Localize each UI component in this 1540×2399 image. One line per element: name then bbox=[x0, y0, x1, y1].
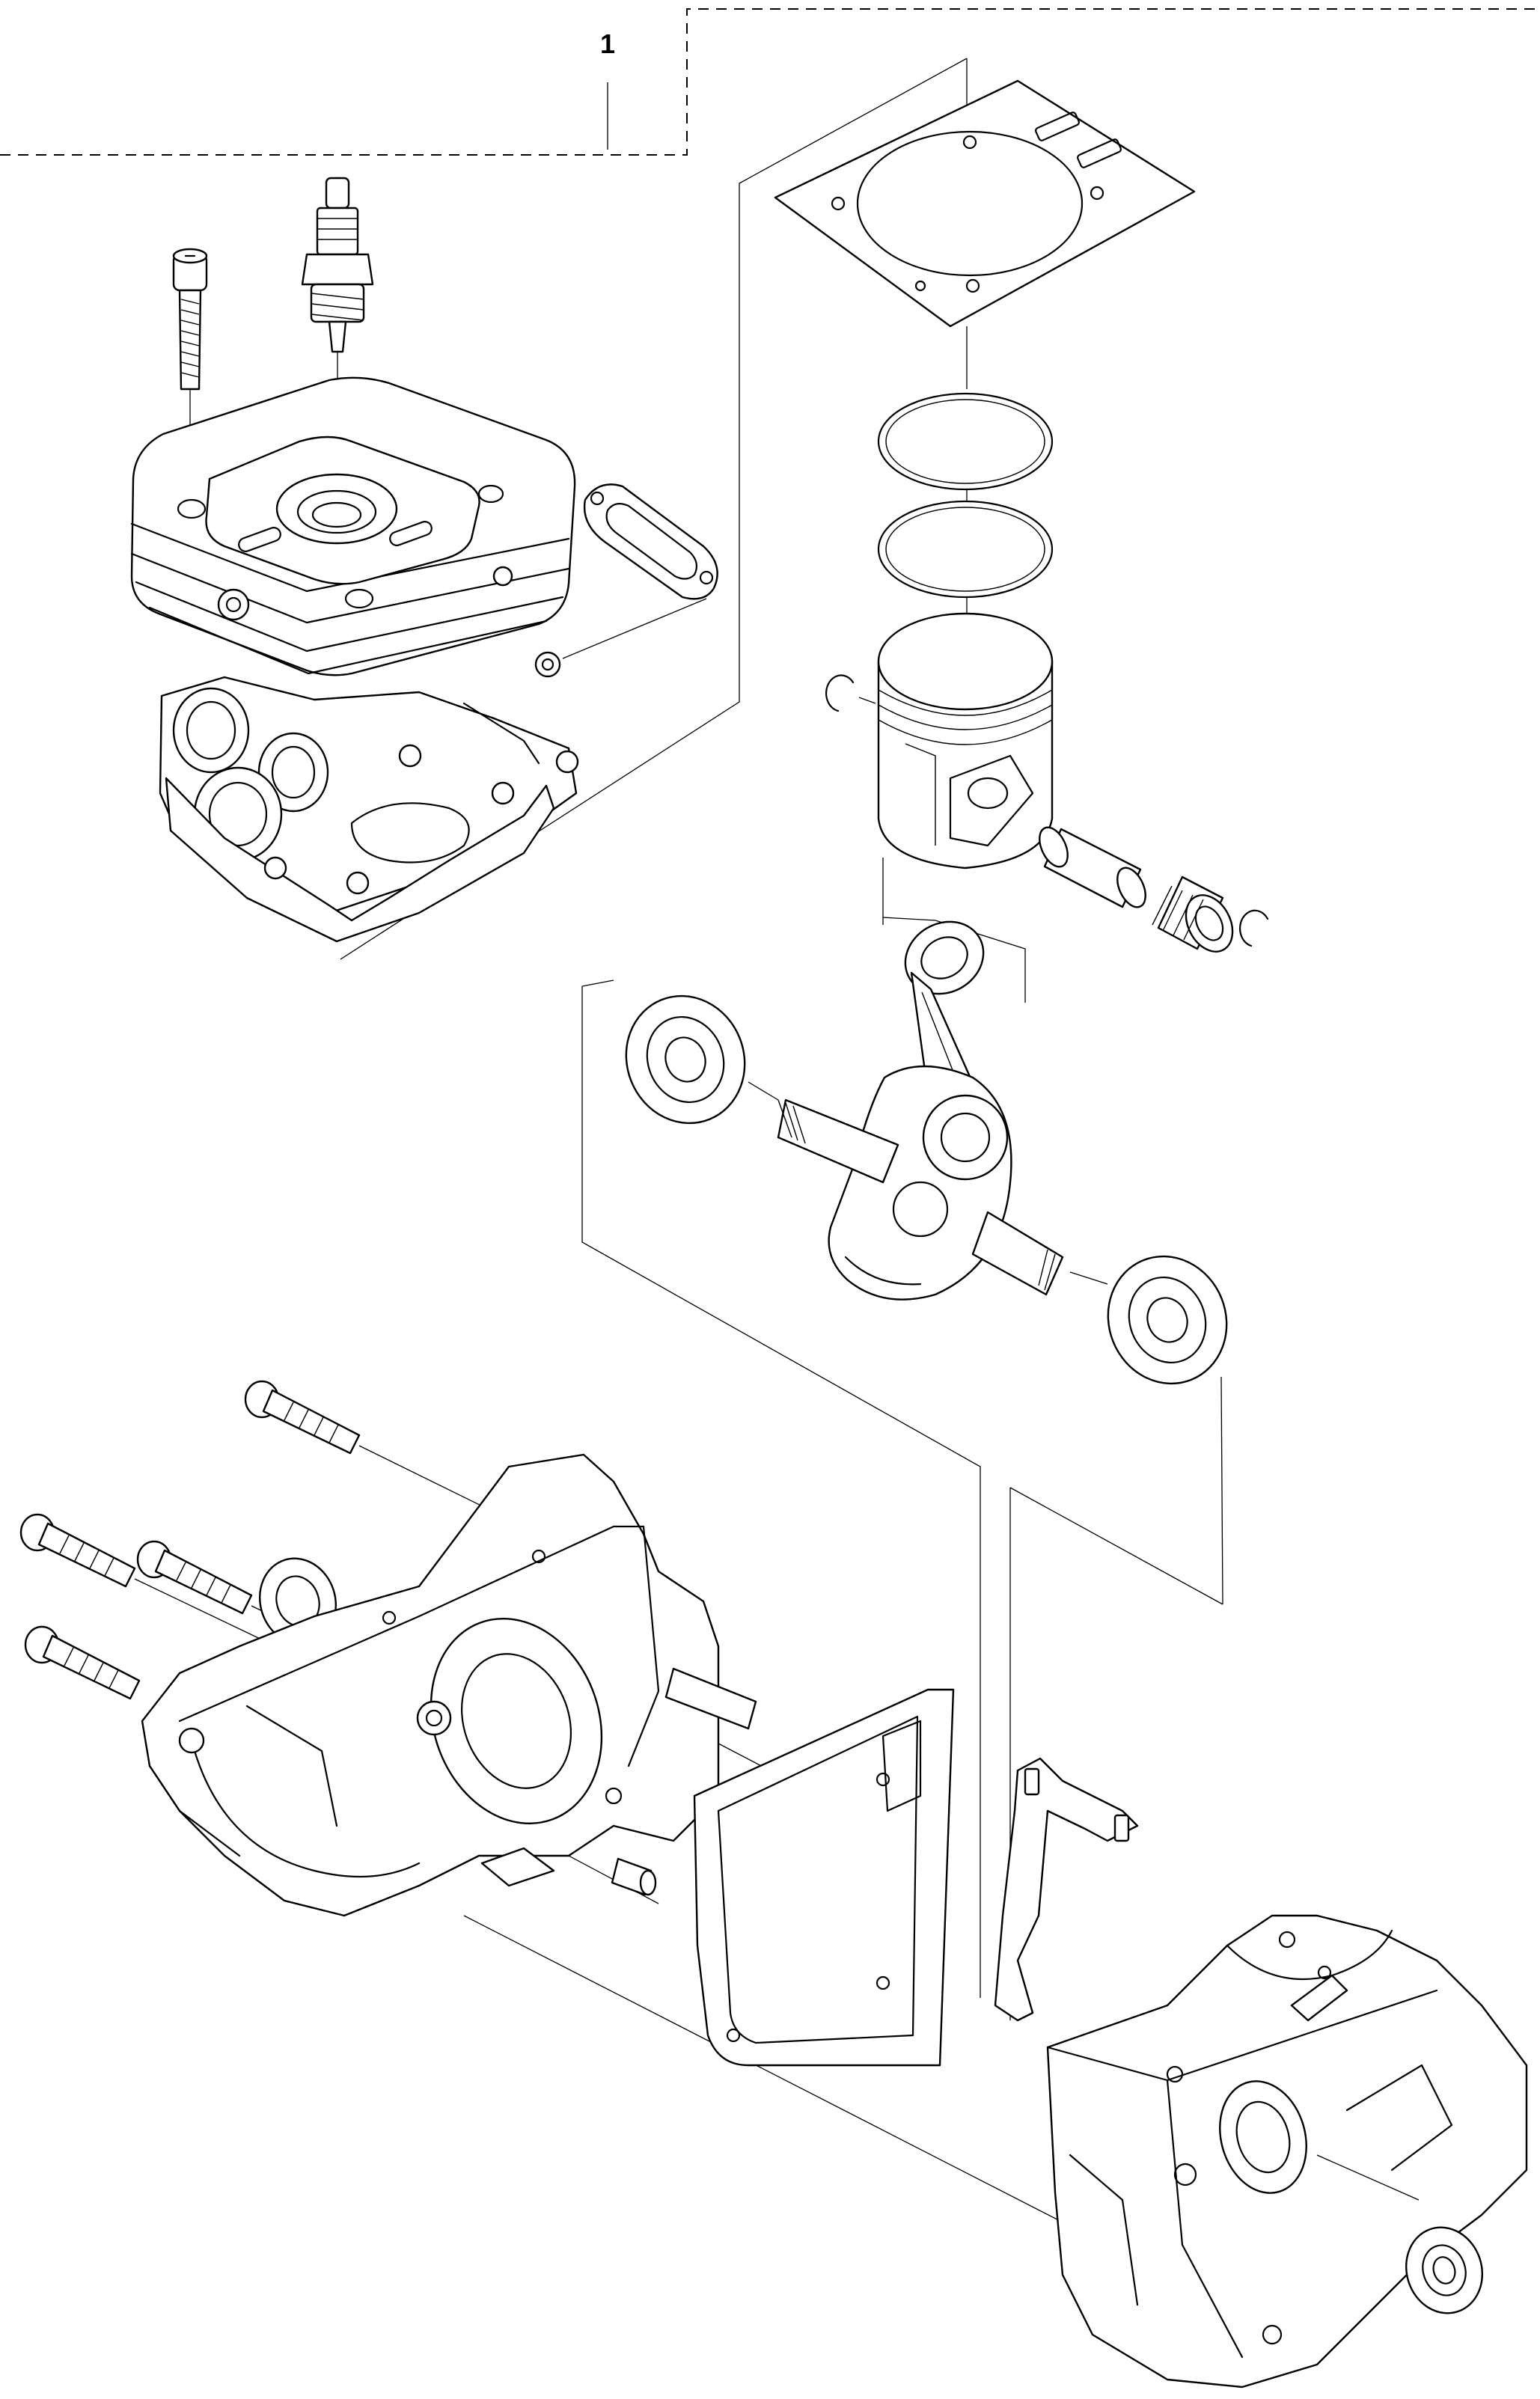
crankcase-left bbox=[141, 1453, 1078, 2231]
crankcase-bolt-2 bbox=[19, 1513, 270, 1644]
crankcase-seal-right bbox=[1405, 2226, 1484, 2314]
crankcase-bolt-1 bbox=[244, 1380, 540, 1535]
dowel-pin-1 bbox=[611, 1857, 657, 1896]
piston bbox=[877, 612, 1054, 870]
cylinder-gasket bbox=[774, 79, 1196, 389]
leader-frame-piston bbox=[882, 858, 1026, 1003]
crankcase-gasket bbox=[693, 1688, 955, 2067]
main-bearing-right bbox=[1107, 1255, 1228, 1385]
needle-bearing bbox=[1152, 875, 1234, 953]
callout-bracket bbox=[0, 8, 1540, 156]
exhaust-gasket bbox=[562, 483, 718, 659]
circlip-right bbox=[1238, 909, 1269, 947]
piston-ring-upper bbox=[877, 392, 1054, 501]
main-bearing-left bbox=[625, 994, 746, 1125]
crankcase-right bbox=[1046, 1914, 1528, 2389]
crankshaft bbox=[748, 920, 1108, 1301]
callout-number: 1 bbox=[599, 28, 616, 59]
cylinder-screw bbox=[172, 248, 208, 516]
crankcase-bolt-4 bbox=[24, 1625, 141, 1700]
spark-plug bbox=[301, 177, 374, 389]
impulse-channel bbox=[994, 1757, 1139, 2022]
circlip-left bbox=[825, 674, 876, 712]
piston-pin bbox=[1039, 826, 1146, 908]
cylinder bbox=[130, 376, 579, 943]
